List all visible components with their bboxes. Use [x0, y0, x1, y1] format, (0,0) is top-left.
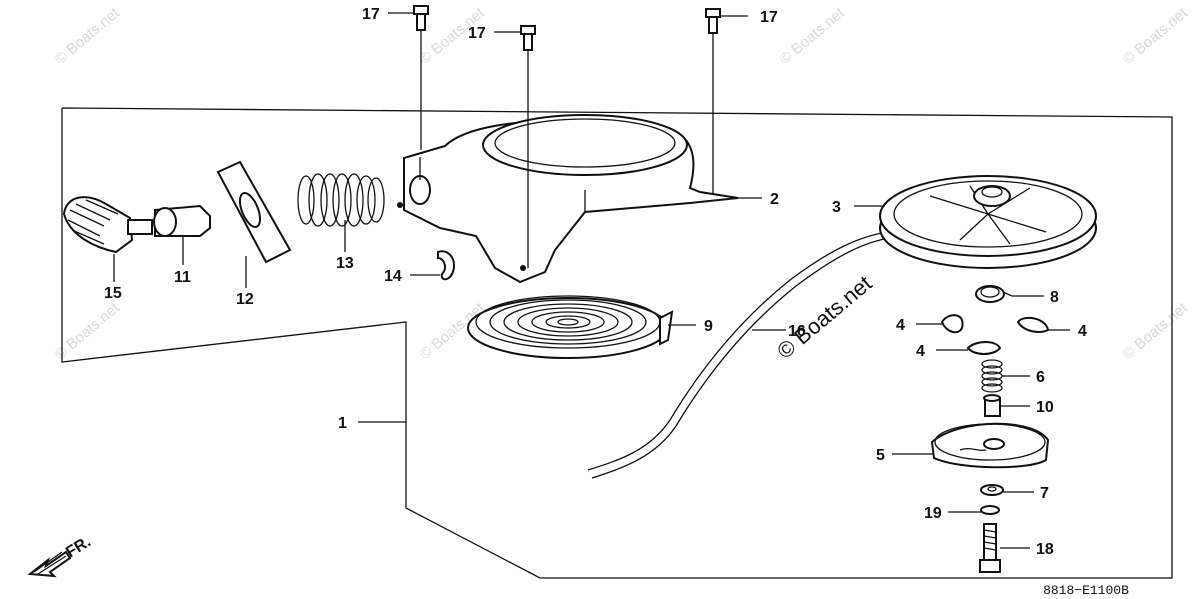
collar-10 — [983, 394, 1001, 417]
friction-plate — [930, 422, 1050, 469]
drawing-code: 8818−E1100B — [1043, 583, 1129, 598]
callout-6: 6 — [1036, 369, 1045, 386]
watermark: © Boats.net — [1120, 4, 1192, 68]
callout-4: 4 — [896, 317, 905, 334]
callout-4: 4 — [1078, 323, 1087, 340]
bolt-17a — [413, 5, 429, 150]
starter-rope — [587, 231, 889, 471]
starter-rope-edge — [591, 237, 891, 479]
callout-14: 14 — [384, 268, 402, 285]
watermark-main: © Boats.net — [772, 271, 876, 364]
assembly-outline — [61, 107, 1173, 579]
recoil-spring — [467, 295, 674, 359]
starter-grip — [62, 196, 153, 254]
callout-9: 9 — [704, 318, 713, 335]
washer-7 — [980, 484, 1004, 496]
callout-7: 7 — [1040, 485, 1049, 502]
callout-5: 5 — [876, 447, 885, 464]
callout-12: 12 — [236, 291, 254, 308]
callout-4: 4 — [916, 343, 925, 360]
watermark: © Boats.net — [1120, 299, 1192, 363]
callout-17: 17 — [362, 6, 380, 23]
ratchet-4c — [966, 341, 1002, 355]
callout-13: 13 — [336, 255, 354, 272]
grip-insert — [153, 204, 211, 237]
callout-19: 19 — [924, 505, 942, 522]
callout-labels: 17 17 17 2 3 15 11 12 13 14 9 16 8 4 4 4… — [104, 6, 1087, 558]
coil-spring-13 — [297, 173, 385, 227]
callout-8: 8 — [1050, 289, 1059, 306]
return-spring-8 — [975, 285, 1013, 303]
bolt-17b — [520, 25, 536, 268]
leader-lines — [113, 12, 1070, 549]
callout-2: 2 — [770, 191, 779, 208]
ratchet-4b — [1016, 316, 1050, 333]
callout-15: 15 — [104, 285, 122, 302]
bolt-18 — [979, 523, 1001, 573]
ratchet-4a — [940, 314, 964, 334]
watermark: © Boats.net — [52, 4, 124, 68]
callout-17: 17 — [760, 9, 778, 26]
callout-11: 11 — [174, 269, 191, 286]
callout-18: 18 — [1036, 541, 1054, 558]
friction-spring-6 — [981, 359, 1003, 393]
callout-3: 3 — [832, 199, 841, 216]
watermark: © Boats.net — [777, 4, 849, 68]
callout-1: 1 — [338, 415, 347, 432]
front-direction-indicator: FR. — [27, 533, 94, 578]
starter-case — [397, 114, 739, 284]
rope-guide-plate — [216, 160, 292, 264]
starter-reel — [879, 175, 1097, 269]
callout-17: 17 — [468, 25, 486, 42]
bolt-17c — [705, 8, 721, 195]
callout-10: 10 — [1036, 399, 1054, 416]
lock-washer-19 — [980, 505, 1000, 515]
clip-14 — [437, 250, 456, 281]
callout-16: 16 — [788, 323, 806, 340]
